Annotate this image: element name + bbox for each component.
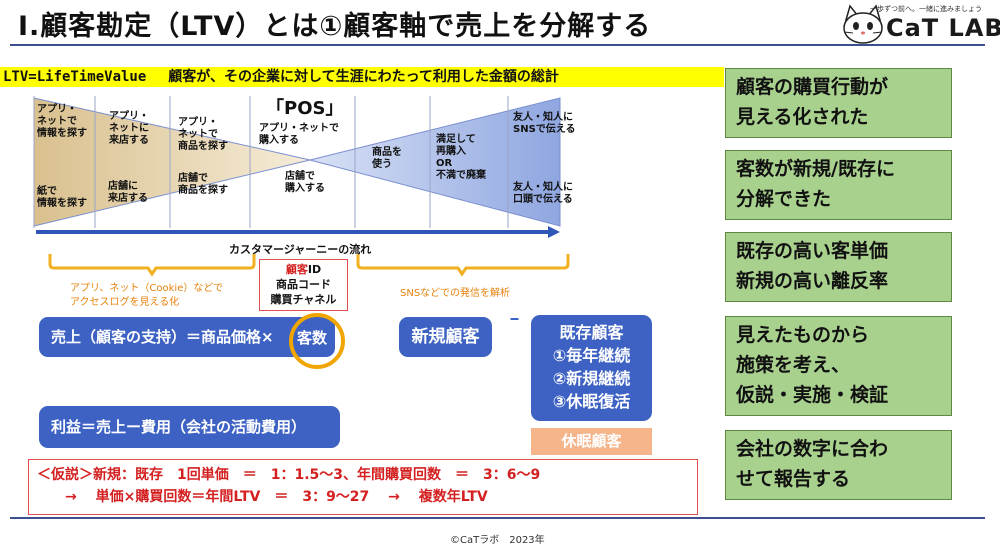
- journey-stage-label: 紙で 情報を探す: [37, 186, 87, 209]
- pos-label: 「POS」: [266, 98, 344, 119]
- journey-stage-label: 店舗に 来店する: [108, 181, 148, 204]
- title-divider: [10, 44, 985, 46]
- journey-flow-label: カスタマージャーニーの流れ: [229, 243, 372, 256]
- profit-formula-box: 利益＝売上ー費用（会社の活動費用）: [39, 406, 340, 448]
- logo-tagline: 一歩ずつ前へ。一緒に進みましょう: [870, 5, 982, 13]
- customer-id-label-red: 顧客: [285, 263, 308, 276]
- journey-stage-label: 商品を 使う: [372, 147, 402, 170]
- journey-stage-label: 店舗で 購入する: [285, 171, 325, 194]
- access-log-note: アプリ、ネット（Cookie）などで アクセスログを見える化: [70, 283, 224, 308]
- sns-analysis-note: SNSなどでの発信を解析: [400, 288, 510, 299]
- left-bracket: [48, 254, 256, 277]
- funnel-widening: [309, 97, 561, 227]
- journey-stage-label: 満足して 再購入 OR 不満で廃棄: [436, 134, 486, 181]
- page-title: Ⅰ.顧客勘定（LTV）とは①顧客軸で売上を分解する: [18, 11, 652, 42]
- purchase-channel-label: 購買チャネル: [270, 293, 337, 306]
- existing-item: ②新規継続: [552, 369, 631, 388]
- ltv-definition-text: 顧客が、その企業に対して生涯にわたって利用した金額の総計: [168, 69, 559, 85]
- dormant-customer-box: 休眠顧客: [531, 428, 652, 455]
- product-code-label: 商品コード: [276, 278, 331, 291]
- existing-item: ①毎年継続: [552, 346, 631, 365]
- customer-journey-diagram: [33, 96, 570, 320]
- customer-id-label-rest: ID: [307, 263, 322, 276]
- cat-logo-icon: [843, 4, 883, 44]
- sidebar-point: 見えたものから 施策を考え、 仮説・実施・検証: [725, 316, 952, 416]
- footer-divider: [10, 517, 985, 519]
- sales-formula-box: 売上（顧客の支持）＝商品価格×: [39, 317, 335, 357]
- flow-arrow-head: [548, 226, 560, 238]
- journey-stage-label: アプリ・ ネットに 来店する: [109, 111, 149, 146]
- ltv-definition-banner: LTV=LifeTimeValue 顧客が、その企業に対して生涯にわたって利用した…: [0, 67, 724, 87]
- new-customer-box: 新規顧客: [399, 317, 492, 357]
- sidebar-point: 会社の数字に合わ せて報告する: [725, 430, 952, 500]
- customer-count-highlight: [289, 313, 345, 369]
- existing-customer-box: 既存顧客 ①毎年継続 ②新規継続 ③休眠復活: [531, 315, 652, 421]
- hypothesis-box: ＜仮説＞新規：既存 1回単価 ＝ 1：1.5～3、年間購買回数 ＝ 3：6～9 …: [28, 459, 698, 515]
- existing-item: ③休眠復活: [552, 392, 631, 411]
- right-bracket: [356, 254, 570, 277]
- journey-stage-label: 店舗で 商品を探す: [178, 173, 228, 196]
- customer-id-box: 顧客ID 商品コード 購買チャネル: [259, 259, 348, 311]
- journey-stage-label: アプリ・ ネットで 情報を探す: [37, 104, 87, 139]
- ltv-term: LTV=LifeTimeValue: [3, 69, 147, 85]
- sidebar-point: 既存の高い客単価 新規の高い離反率: [725, 232, 952, 302]
- hypothesis-line-1: ＜仮説＞新規：既存 1回単価 ＝ 1：1.5～3、年間購買回数 ＝ 3：6～9: [37, 467, 541, 483]
- journey-stage-label: アプリ・ネットで 購入する: [259, 123, 339, 146]
- sidebar-point: 顧客の購買行動が 見える化された: [725, 68, 952, 138]
- copyright: ©CaTラボ 2023年: [450, 535, 545, 546]
- journey-stage-label: 友人・知人に 口頭で伝える: [513, 182, 573, 205]
- plus-icon: [510, 318, 519, 320]
- journey-stage-label: 友人・知人に SNSで伝える: [513, 112, 576, 135]
- sidebar-point: 客数が新規/既存に 分解できた: [725, 150, 952, 220]
- journey-stage-label: アプリ・ ネットで 商品を探す: [178, 117, 228, 152]
- logo-wordmark: CaT LAB.: [886, 14, 1000, 42]
- existing-customer-title: 既存顧客: [559, 323, 624, 342]
- hypothesis-line-2: → 単価×購買回数＝年間LTV ＝ 3：9～27 → 複数年LTV: [37, 489, 488, 505]
- customer-count-label: 客数: [297, 329, 328, 347]
